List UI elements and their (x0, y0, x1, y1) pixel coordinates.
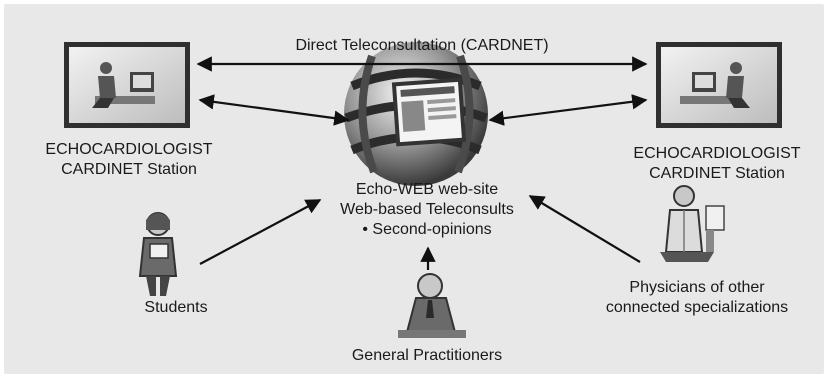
physicians-line1: Physicians of other (629, 279, 765, 296)
left-station-label: ECHOCARDIOLOGIST CARDINET Station (44, 140, 214, 180)
right-station-label: ECHOCARDIOLOGIST CARDINET Station (622, 144, 812, 184)
students-label: Students (144, 299, 208, 316)
direct-teleconsultation-label: Direct Teleconsultation (CARDNET) (295, 37, 549, 54)
arrow-students-globe (199, 199, 322, 265)
right-station-line1: ECHOCARDIOLOGIST (633, 145, 801, 162)
right-station-line2: CARDINET Station (649, 165, 785, 182)
left-station-line2: CARDINET Station (61, 161, 197, 178)
center-line2: Web-based Teleconsults (340, 201, 514, 218)
arrow-right-station-globe (488, 94, 648, 126)
center-line1: Echo-WEB web-site (355, 181, 499, 198)
physician-icon (660, 185, 725, 262)
general-practitioners-label: General Practitioners (351, 347, 503, 364)
left-station-line1: ECHOCARDIOLOGIST (45, 141, 213, 158)
globe-website-icon (344, 42, 488, 186)
left-station-icon (64, 42, 190, 128)
student-icon (138, 212, 178, 296)
arrow-physicians-globe (528, 195, 641, 263)
physicians-label: Physicians of other connected specializa… (592, 278, 802, 318)
center-line3: • Second-opinions (362, 221, 492, 238)
physicians-line2: connected specializations (605, 299, 789, 316)
general-practitioner-icon (398, 273, 466, 338)
center-label: Echo-WEB web-site Web-based Teleconsults… (322, 180, 532, 240)
arrow-left-station-globe (198, 94, 350, 126)
right-station-icon (656, 42, 782, 128)
